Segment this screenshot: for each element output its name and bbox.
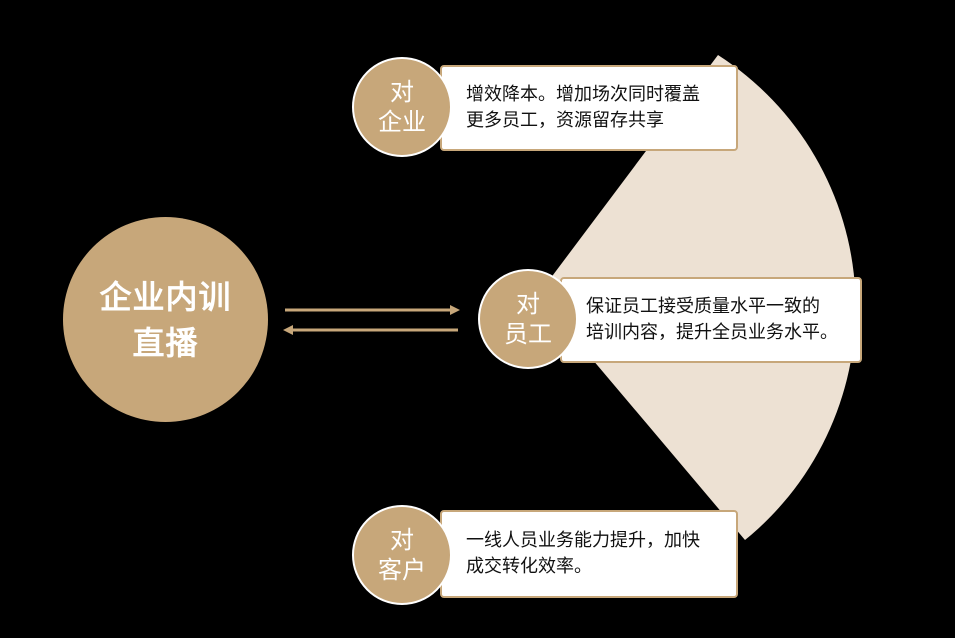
center-circle: 企业内训 直播	[63, 217, 268, 422]
right-arrow-icon	[285, 305, 460, 315]
employee-circle: 对 员工	[478, 269, 578, 369]
center-title-line2: 直播	[132, 323, 199, 362]
center-title-line1: 企业内训	[99, 277, 232, 316]
customer-circle-line2: 客户	[378, 556, 426, 584]
employee-circle-line2: 员工	[504, 320, 552, 348]
employee-text-line2: 培训内容，提升全员业务水平。	[586, 322, 838, 343]
employee-text-line1: 保证员工接受质量水平一致的	[586, 296, 820, 317]
customer-text-line2: 成交转化效率。	[466, 556, 592, 577]
bidirectional-arrows	[283, 305, 460, 335]
customer-circle: 对 客户	[352, 505, 452, 605]
employee-text-box: 保证员工接受质量水平一致的 培训内容，提升全员业务水平。	[560, 277, 862, 363]
enterprise-circle-line1: 对	[390, 78, 414, 106]
employee-circle-line1: 对	[516, 290, 540, 318]
enterprise-text-box: 增效降本。增加场次同时覆盖 更多员工，资源留存共享	[440, 65, 738, 151]
enterprise-text-line2: 更多员工，资源留存共享	[466, 110, 664, 131]
left-arrow-icon	[283, 325, 458, 335]
enterprise-circle: 对 企业	[352, 57, 452, 157]
enterprise-text-line1: 增效降本。增加场次同时覆盖	[466, 84, 700, 105]
customer-text-line1: 一线人员业务能力提升，加快	[466, 530, 700, 551]
customer-text-box: 一线人员业务能力提升，加快 成交转化效率。	[440, 510, 738, 598]
enterprise-circle-line2: 企业	[378, 108, 426, 136]
customer-circle-line1: 对	[390, 526, 414, 554]
